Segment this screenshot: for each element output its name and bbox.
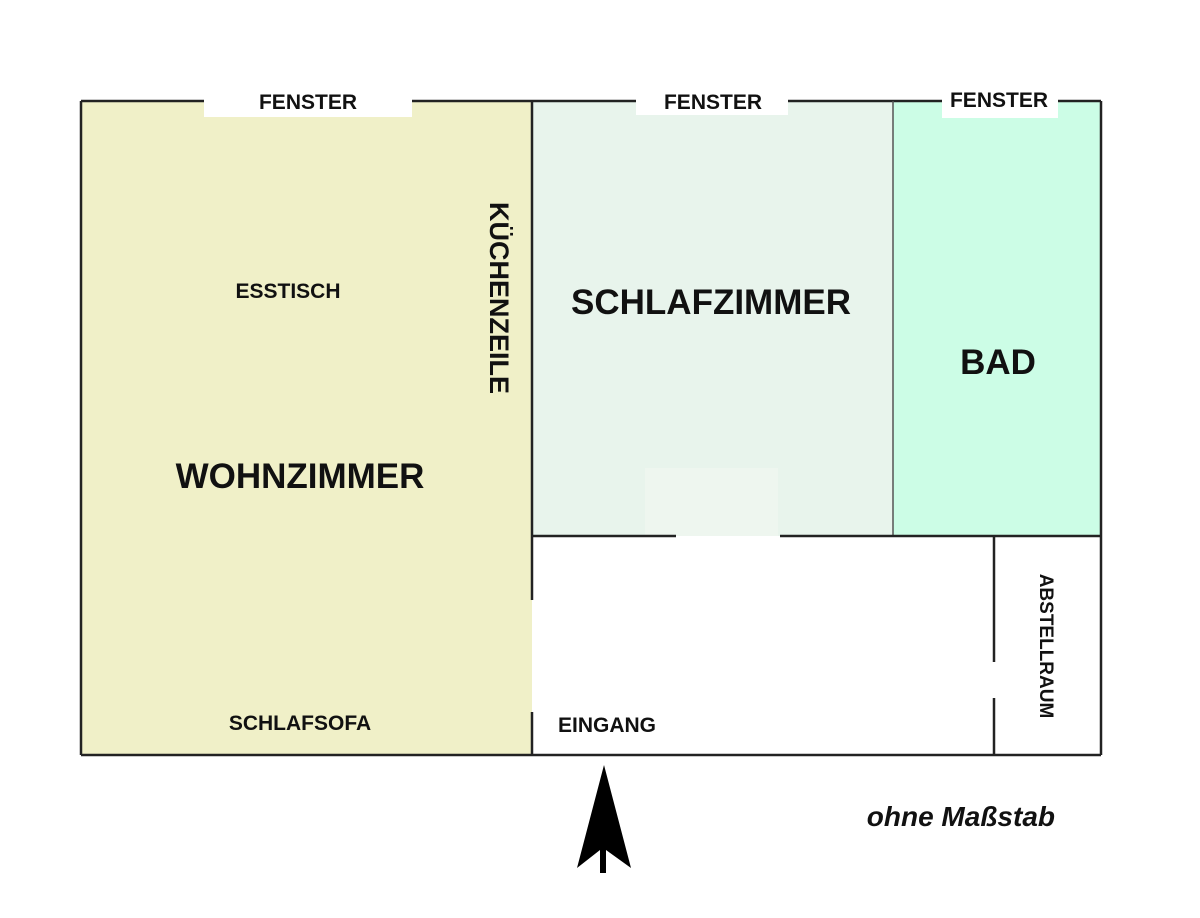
room-bad bbox=[893, 101, 1101, 536]
room-eingang bbox=[532, 536, 994, 755]
label-eingang: EINGANG bbox=[558, 714, 656, 737]
label-esstisch: ESSTISCH bbox=[235, 280, 340, 303]
bedroom-door-patch bbox=[645, 468, 778, 536]
room-wohnzimmer bbox=[81, 101, 532, 755]
window-right-gap bbox=[942, 87, 1058, 118]
scale-note: ohne Maßstab bbox=[867, 801, 1055, 832]
label-abstellraum: ABSTELLRAUM bbox=[1035, 574, 1056, 719]
window-right-label: FENSTER bbox=[950, 89, 1048, 112]
label-kuechenzeile: KÜCHENZEILE bbox=[484, 202, 514, 394]
label-wohnzimmer: WOHNZIMMER bbox=[176, 457, 425, 496]
room-abstellraum bbox=[994, 536, 1101, 755]
label-schlafzimmer: SCHLAFZIMMER bbox=[571, 283, 851, 322]
label-schlafsofa: SCHLAFSOFA bbox=[229, 712, 371, 735]
window-left-gap bbox=[204, 87, 412, 117]
label-bad: BAD bbox=[960, 343, 1036, 382]
entrance-arrow-icon bbox=[577, 765, 631, 873]
room-schlafzimmer bbox=[532, 101, 893, 536]
window-middle-label: FENSTER bbox=[664, 91, 762, 114]
window-middle-gap bbox=[636, 87, 788, 115]
window-left-label: FENSTER bbox=[259, 91, 357, 114]
